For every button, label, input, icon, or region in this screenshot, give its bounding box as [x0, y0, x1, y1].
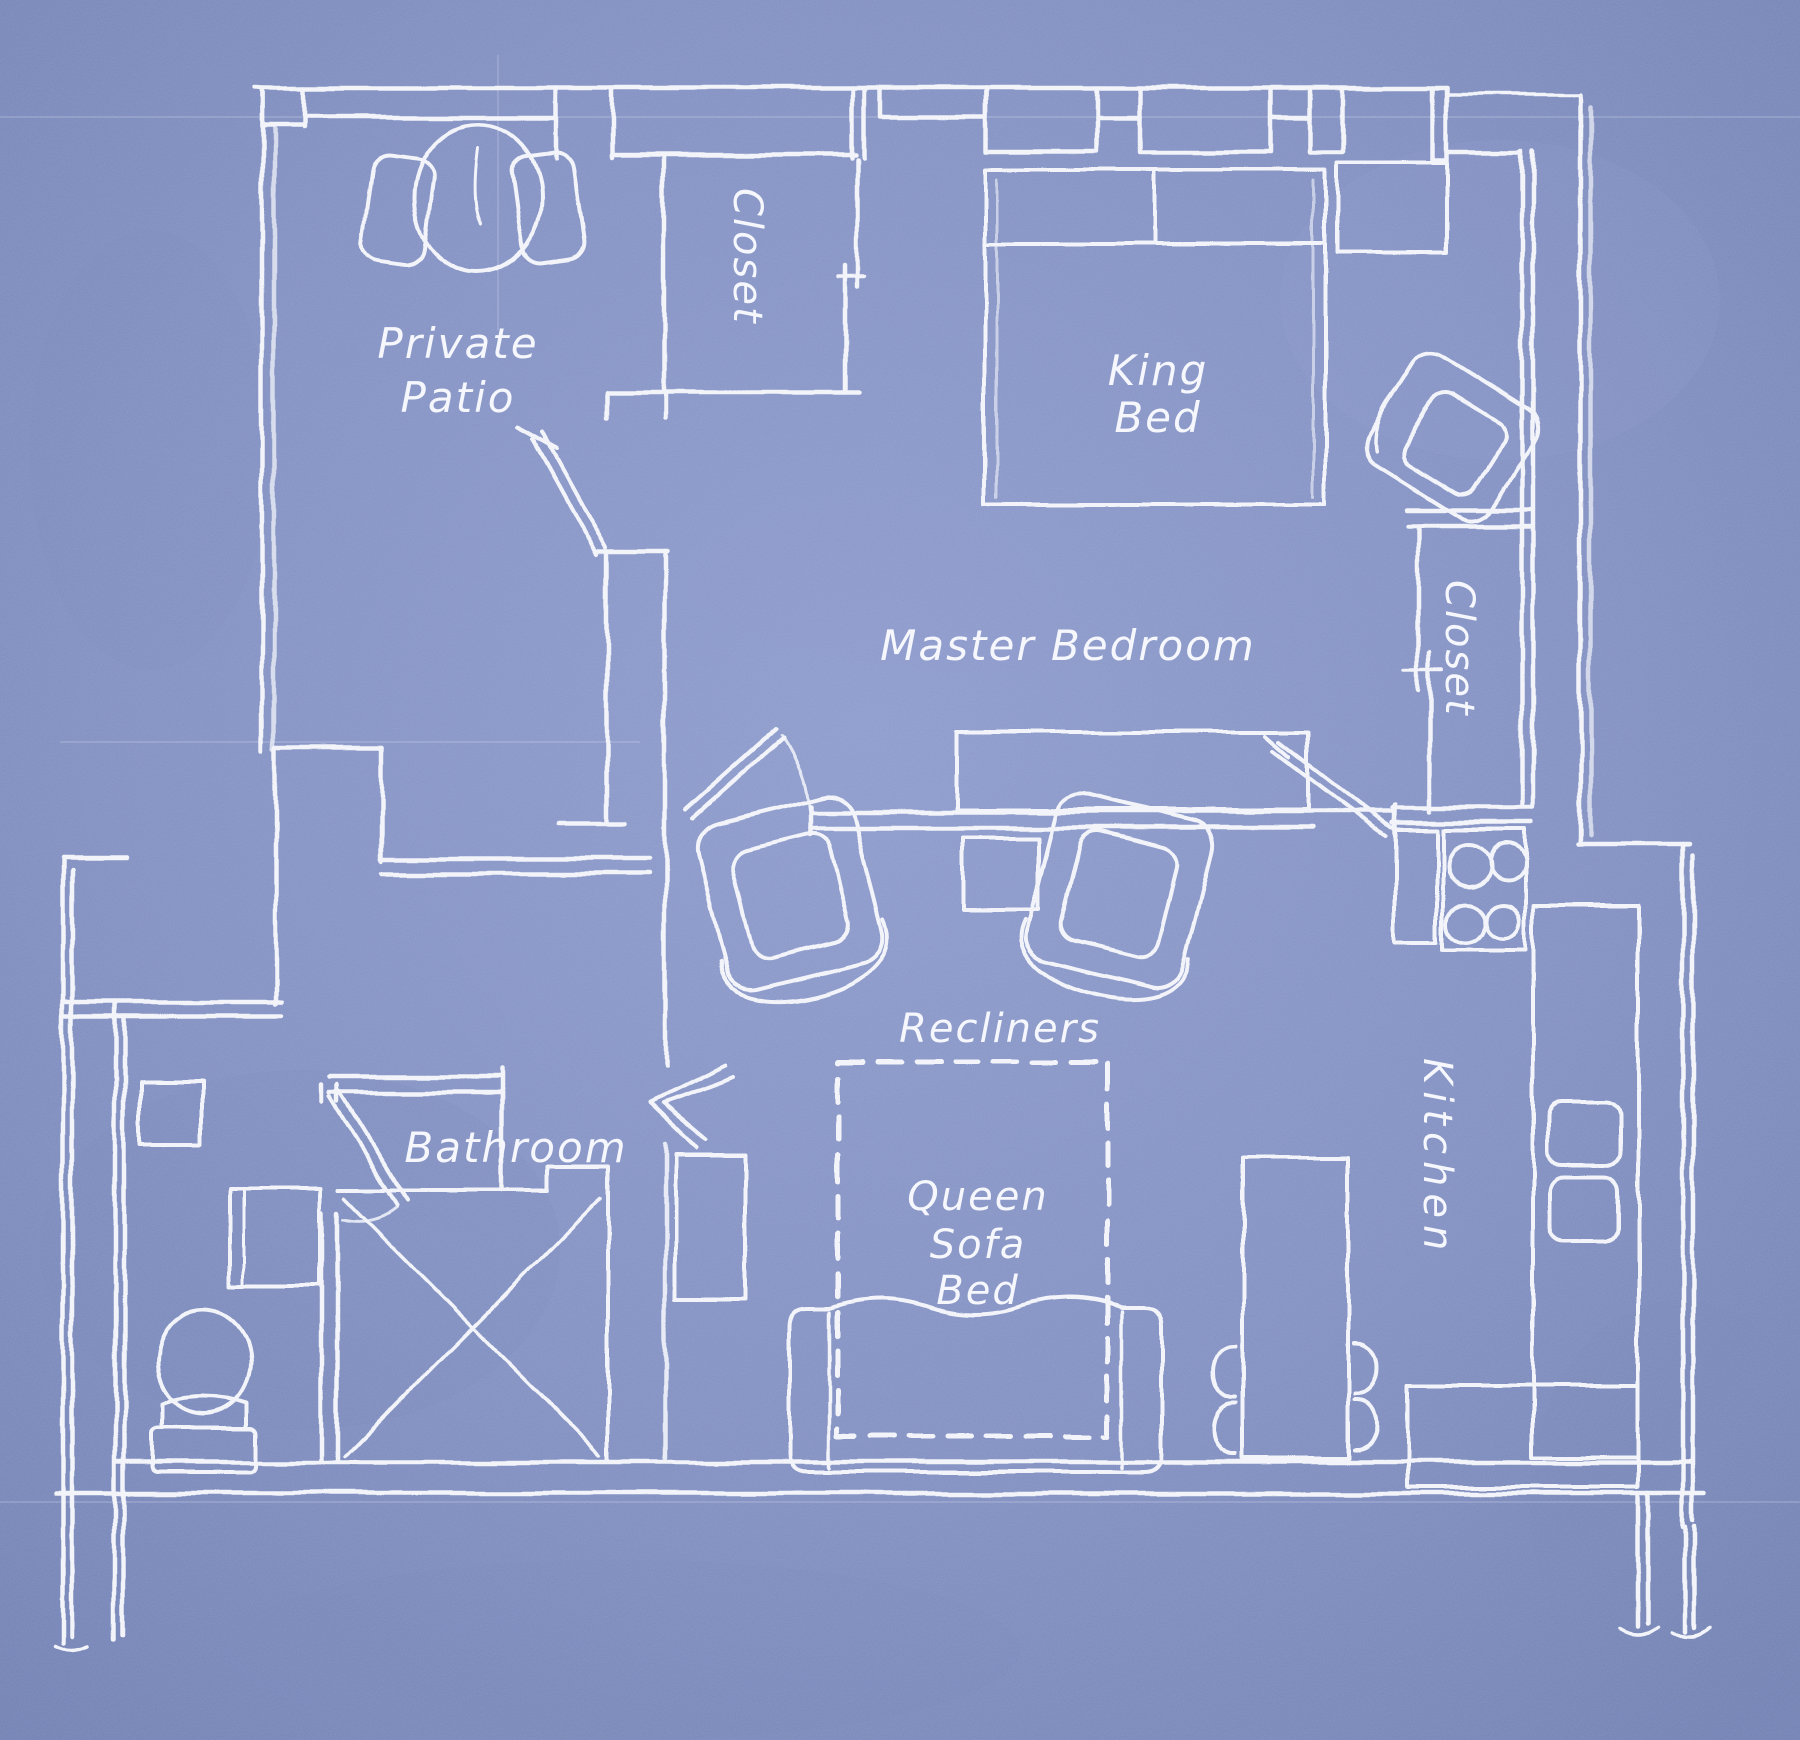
entry-bifold-door	[648, 1063, 735, 1150]
hall-west-wall	[555, 389, 670, 1461]
king-bed	[983, 168, 1327, 507]
sink-basin-top	[1546, 1100, 1622, 1168]
kitchen-sink-counter	[1531, 903, 1640, 1459]
hall-cabinet	[673, 1153, 747, 1302]
stove	[1441, 828, 1527, 952]
label-bathroom: Bathroom	[404, 1123, 627, 1172]
doors	[328, 425, 1394, 1223]
dining-chair	[1352, 1397, 1379, 1453]
dining-chair	[1211, 1401, 1238, 1457]
bathroom-walls	[62, 999, 505, 1463]
southwest-exterior-wall	[53, 855, 131, 1654]
patio-door	[515, 425, 608, 557]
recliner-left	[695, 793, 890, 1005]
west-wall	[259, 89, 279, 1007]
label-king-bed-2: Bed	[1114, 393, 1201, 442]
closet-right-walls	[1390, 507, 1535, 826]
dresser	[954, 730, 1310, 812]
label-queen-sofa-bed-3: Bed	[936, 1268, 1019, 1314]
label-king-bed-1: King	[1108, 346, 1209, 395]
dining-chair	[1211, 1343, 1238, 1401]
bedroom-armchair	[1363, 350, 1541, 524]
queen-sofa-bed-outline	[835, 1059, 1111, 1439]
sofa	[788, 1296, 1164, 1474]
sink-basin-bottom	[1548, 1176, 1620, 1244]
label-kitchen: Kitchen	[1414, 1058, 1460, 1257]
dining-table-set	[1211, 1156, 1379, 1460]
walls	[52, 85, 1712, 1654]
bottom-exterior-wall	[52, 1459, 1708, 1496]
patio-chair-right	[510, 150, 586, 266]
label-closet-right: Closet	[1436, 580, 1482, 717]
dining-table	[1241, 1156, 1350, 1460]
bedroom-kitchen-door	[1264, 734, 1394, 838]
bathroom-door	[328, 1090, 409, 1223]
furniture	[138, 122, 1640, 1489]
dining-chair	[1352, 1339, 1379, 1397]
patio-table-mark	[473, 146, 483, 226]
patio-table-set	[360, 122, 586, 274]
patio-round-table	[412, 122, 544, 274]
label-queen-sofa-bed-2: Sofa	[930, 1222, 1026, 1268]
label-master-bedroom: Master Bedroom	[880, 621, 1256, 670]
label-queen-sofa-bed-1: Queen	[907, 1174, 1048, 1220]
recliner-side-table	[960, 836, 1041, 910]
recliner-right	[1020, 791, 1215, 1003]
patio-bottom-wall	[273, 744, 651, 876]
kitchen-counter-stub	[1393, 828, 1439, 944]
nightstand	[1335, 161, 1449, 255]
patio-chair-left	[360, 153, 436, 267]
bedroom-east-wall	[1519, 92, 1696, 1529]
label-closet-top: Closet	[724, 188, 770, 325]
southeast-exterior-legs	[1618, 1490, 1712, 1639]
toilet	[150, 1308, 258, 1474]
top-exterior-wall	[252, 85, 1582, 165]
closet-top-walls	[604, 152, 867, 395]
label-private-patio-1: Private	[377, 319, 538, 368]
shower	[336, 1164, 610, 1462]
label-recliners: Recliners	[899, 1006, 1101, 1052]
bathroom-vanity	[228, 1186, 322, 1288]
room-labels: Private Patio Closet King Bed Master Bed…	[377, 188, 1482, 1314]
bathroom-sink	[138, 1080, 204, 1146]
label-private-patio-2: Patio	[401, 373, 516, 422]
refrigerator	[1406, 1383, 1640, 1489]
